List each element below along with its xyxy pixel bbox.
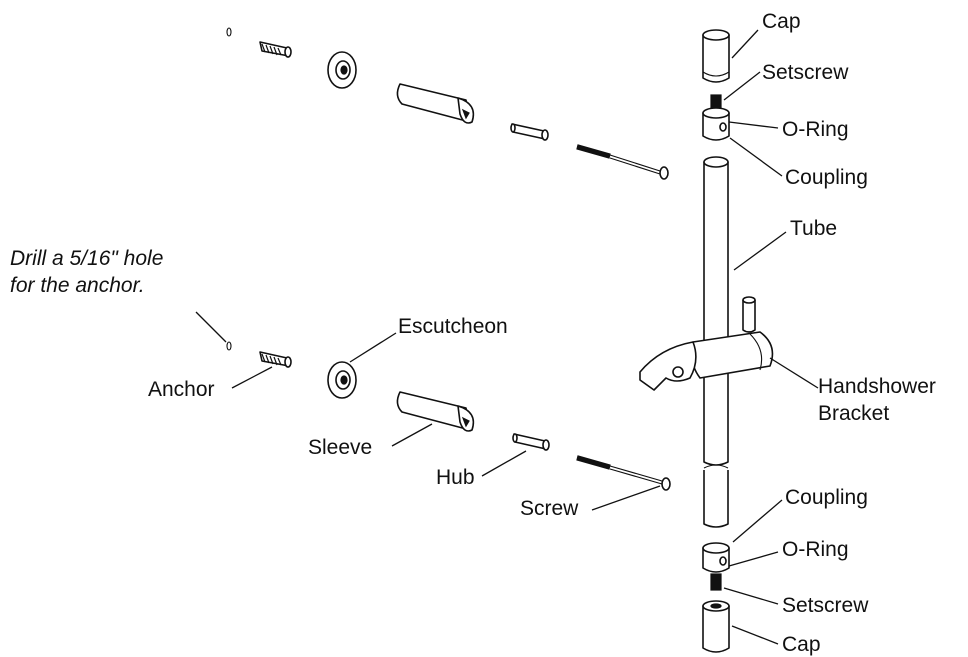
top-hub [510, 123, 549, 141]
bottom-cap [702, 600, 730, 653]
top-cap [702, 29, 730, 83]
bottom-anchor [259, 351, 292, 368]
bottom-hub [512, 433, 550, 451]
tube [703, 156, 729, 528]
top-screw [576, 144, 669, 180]
label-anchor: Anchor [148, 378, 215, 401]
label-bracket: Bracket [818, 402, 889, 425]
drill-note-line1: Drill a 5/16" hole [10, 247, 163, 270]
bottom-coupling [702, 542, 730, 573]
top-escutcheon [327, 51, 357, 89]
label-hub: Hub [436, 466, 475, 489]
label-setscrew-bottom: Setscrew [782, 594, 869, 617]
bottom-screw [576, 455, 671, 491]
label-coupling-bottom: Coupling [785, 486, 868, 509]
bottom-sleeve [396, 391, 475, 432]
label-handshower: Handshower [818, 375, 936, 398]
label-tube: Tube [790, 217, 837, 240]
label-cap-top: Cap [762, 10, 801, 33]
top-coupling [702, 107, 730, 141]
label-screw: Screw [520, 497, 579, 520]
label-oring-bottom: O-Ring [782, 538, 849, 561]
drill-note-line2: for the anchor. [10, 274, 145, 297]
label-sleeve: Sleeve [308, 436, 372, 459]
label-cap-bottom: Cap [782, 633, 821, 656]
top-sleeve [396, 83, 475, 124]
handshower-bracket [639, 296, 774, 391]
label-oring-top: O-Ring [782, 118, 849, 141]
label-coupling-top: Coupling [785, 166, 868, 189]
bottom-setscrew [710, 573, 722, 591]
bottom-escutcheon [327, 361, 357, 399]
label-setscrew-top: Setscrew [762, 61, 849, 84]
bottom-hole-marker [226, 341, 232, 351]
top-anchor [259, 41, 292, 58]
leader-lines [195, 29, 819, 645]
top-hole-marker [226, 27, 232, 37]
label-escutcheon: Escutcheon [398, 315, 508, 338]
